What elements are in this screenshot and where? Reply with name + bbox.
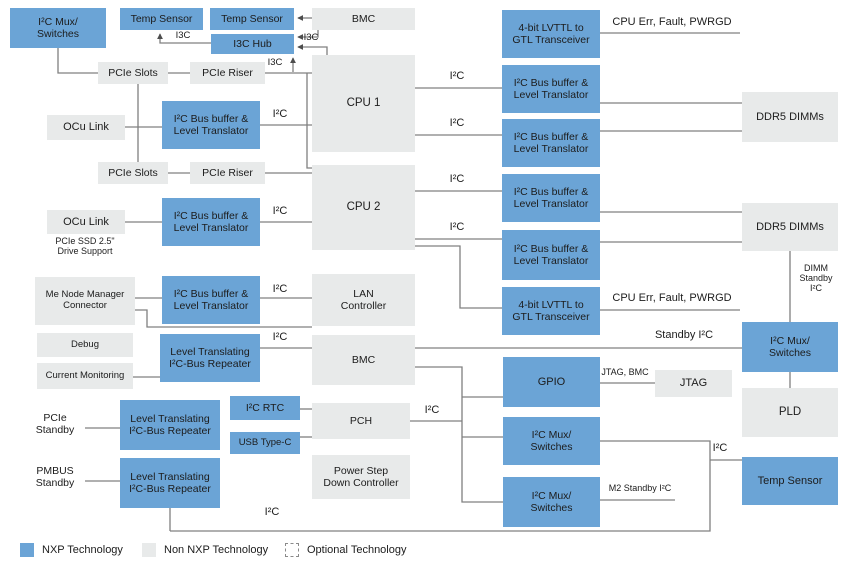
buffer-left-3-box: I²C Bus buffer & Level Translator: [162, 276, 260, 324]
wire-i2c-cpu2a-label: I²C: [449, 173, 465, 185]
legend-optional-text: Optional Technology: [307, 544, 407, 556]
buffer-right-1-box: I²C Bus buffer & Level Translator: [502, 65, 600, 113]
buffer-right-3-box: I²C Bus buffer & Level Translator: [502, 174, 600, 222]
wire-riser-bus-to-cpu2: [306, 73, 312, 169]
wire-i2c-buf1-label: I²C: [272, 108, 288, 120]
wire-i3c-b-label: I3C: [303, 32, 319, 43]
wire-cpu-err-1-label: CPU Err, Fault, PWRGD: [612, 16, 732, 28]
usb-type-c-box: USB Type-C: [230, 432, 300, 454]
legend-non-nxp: Non NXP Technology: [142, 543, 268, 557]
legend-nxp-swatch-icon: [20, 543, 34, 557]
wire-jtag-bmc-label: JTAG, BMC: [601, 367, 649, 377]
mux-right-box: I²C Mux/ Switches: [742, 322, 838, 372]
buffer-right-4-box: I²C Bus buffer & Level Translator: [502, 230, 600, 280]
wire-m2-standby-label: M2 Standby I²C: [608, 483, 672, 493]
wire-menode-to-lan-low: [135, 309, 312, 328]
pld-box: PLD: [742, 388, 838, 437]
wire-i3c-c-label: I3C: [267, 57, 283, 68]
note-pmbus-standby-label: PMBUS Standby: [35, 465, 75, 489]
wire-mux-mid1-bottom-bus: [170, 440, 711, 532]
wire-standby-i2c-label: Standby I²C: [654, 329, 714, 341]
temp-sensor-right-box: Temp Sensor: [742, 457, 838, 505]
wire-i2c-cpu1b-label: I²C: [449, 117, 465, 129]
wire-cpu1-to-i3c-hub: [297, 44, 328, 55]
pcie-riser-1-box: PCIe Riser: [190, 62, 265, 84]
wire-i2c-cpu1a-label: I²C: [449, 70, 465, 82]
wire-cpu-err-2-label: CPU Err, Fault, PWRGD: [612, 292, 732, 304]
power-step-down-box: Power Step Down Controller: [312, 455, 410, 499]
i3c-hub-box: I3C Hub: [211, 34, 294, 54]
lan-controller-box: LAN Controller: [312, 274, 415, 326]
repeater-1-box: Level Translating I²C-Bus Repeater: [160, 334, 260, 382]
note-dimm-standby-label: DIMM Standby I²C: [799, 263, 833, 294]
bmc-mid-box: BMC: [312, 335, 415, 385]
bmc-top-box: BMC: [312, 8, 415, 30]
wire-i2c-buf3-label: I²C: [272, 283, 288, 295]
mux-mid-1-box: I²C Mux/ Switches: [503, 417, 600, 465]
note-pcie-standby-label: PCIe Standby: [35, 412, 75, 436]
wire-i2c-rep1-label: I²C: [272, 331, 288, 343]
legend-nxp-text: NXP Technology: [42, 544, 123, 556]
jtag-box: JTAG: [655, 370, 732, 397]
buffer-left-1-box: I²C Bus buffer & Level Translator: [162, 101, 260, 149]
buffer-right-2-box: I²C Bus buffer & Level Translator: [502, 119, 600, 167]
wire-i2c-bottom-label: I²C: [264, 506, 280, 518]
cpu2-box: CPU 2: [312, 165, 415, 250]
me-node-manager-box: Me Node Manager Connector: [35, 277, 135, 325]
ocu-link-2-box: OCu Link: [47, 210, 125, 234]
note-pcie-ssd-label: PCIe SSD 2.5" Drive Support: [55, 236, 115, 257]
pcie-riser-2-box: PCIe Riser: [190, 162, 265, 184]
mux-mid-2-box: I²C Mux/ Switches: [503, 477, 600, 527]
wire-mux-tl-to-slots1: [57, 48, 98, 74]
temp-sensor-1-box: Temp Sensor: [120, 8, 203, 30]
ddr5-dimms-2-box: DDR5 DIMMs: [742, 203, 838, 251]
legend-optional-swatch-icon: [285, 543, 299, 557]
pcie-slots-1-box: PCIe Slots: [98, 62, 168, 84]
wire-cpu2-to-lvttl2: [415, 245, 502, 309]
wire-i2c-temp-label: I²C: [712, 442, 728, 454]
pcie-slots-2-box: PCIe Slots: [98, 162, 168, 184]
current-monitoring-box: Current Monitoring: [37, 363, 133, 389]
lvttl-2-box: 4-bit LVTTL to GTL Transceiver: [502, 287, 600, 335]
ddr5-dimms-1-box: DDR5 DIMMs: [742, 92, 838, 142]
wire-i2c-buf2-label: I²C: [272, 205, 288, 217]
debug-box: Debug: [37, 333, 133, 357]
legend-non-nxp-swatch-icon: [142, 543, 156, 557]
lvttl-1-box: 4-bit LVTTL to GTL Transceiver: [502, 10, 600, 58]
mux-top-left-box: I²C Mux/ Switches: [10, 8, 106, 48]
wire-bmc-down-bus: [415, 366, 503, 503]
wire-i2c-pch-label: I²C: [424, 404, 440, 416]
buffer-left-2-box: I²C Bus buffer & Level Translator: [162, 198, 260, 246]
wire-i2c-cpu2b-label: I²C: [449, 221, 465, 233]
gpio-box: GPIO: [503, 357, 600, 407]
cpu1-box: CPU 1: [312, 55, 415, 152]
legend-nxp: NXP Technology: [20, 543, 123, 557]
pch-box: PCH: [312, 403, 410, 439]
wire-i3c-a-label: I3C: [175, 30, 191, 41]
ocu-link-1-box: OCu Link: [47, 115, 125, 140]
wire-i3c-hub-to-temp1: [157, 33, 211, 44]
repeater-3-box: Level Translating I²C-Bus Repeater: [120, 458, 220, 508]
legend-non-nxp-text: Non NXP Technology: [164, 544, 269, 556]
legend-optional: Optional Technology: [285, 543, 406, 557]
repeater-2-box: Level Translating I²C-Bus Repeater: [120, 400, 220, 450]
temp-sensor-2-box: Temp Sensor: [210, 8, 294, 30]
i2c-rtc-box: I²C RTC: [230, 396, 300, 420]
